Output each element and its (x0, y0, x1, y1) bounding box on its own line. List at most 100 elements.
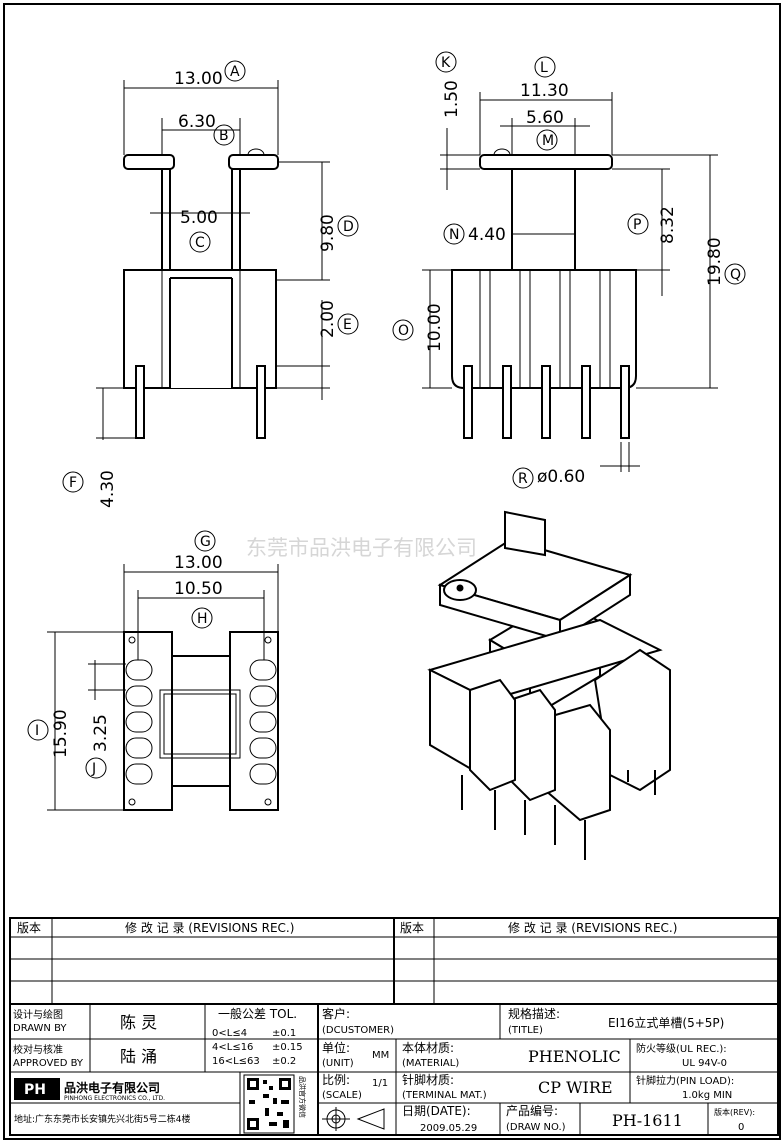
title-label-cn: 规格描述: (508, 1006, 560, 1021)
drawn-by-label-en: DRAWN BY (13, 1023, 67, 1034)
drawn-by-label-cn: 设计与绘图 (13, 1008, 63, 1021)
pinload-label: 针脚拉力(PIN LOAD): (636, 1074, 734, 1087)
company-logo-text: PH (24, 1082, 46, 1098)
svg-text:Q: Q (730, 267, 741, 283)
qr-caption: 品洪官方微信 (298, 1076, 307, 1118)
terminal-value: CP WIRE (538, 1078, 613, 1097)
svg-text:C: C (195, 235, 205, 251)
company-name-en: PINHONG ELECTRONICS CO., LTD. (64, 1095, 165, 1102)
svg-text:A: A (230, 64, 240, 80)
rev-col-label-right: 版本 (400, 921, 424, 935)
dim-Q-value: 19.80 (705, 237, 725, 286)
date-label: 日期(DATE): (402, 1104, 471, 1118)
unit-label-en: (UNIT) (322, 1058, 354, 1069)
svg-text:R: R (518, 471, 528, 487)
dim-P-value: 8.32 (658, 206, 678, 244)
svg-text:J: J (91, 761, 96, 777)
dim-N-value: 4.40 (468, 225, 506, 245)
svg-text:H: H (197, 611, 208, 627)
scale-label-en: (SCALE) (322, 1090, 362, 1101)
side-pin-2 (502, 365, 512, 439)
drawno-value: PH-1611 (612, 1111, 683, 1130)
bottom-slots-left (125, 636, 153, 806)
projection-symbol-icon (322, 1107, 385, 1131)
side-pin-5 (620, 365, 630, 439)
tolerance-title: 一般公差 TOL. (218, 1006, 297, 1021)
dim-D-value: 9.80 (318, 214, 338, 252)
unit-value: MM (372, 1050, 389, 1061)
rev-rec-label-right: 修 改 记 录 (REVISIONS REC.) (508, 920, 677, 935)
svg-text:F: F (69, 475, 77, 491)
dim-O-value: 10.00 (425, 303, 445, 352)
ul-label: 防火等级(UL REC.): (636, 1042, 727, 1055)
dim-K-value: 1.50 (442, 80, 462, 118)
dim-H-value: 10.50 (174, 579, 223, 599)
dim-A-value: 13.00 (174, 69, 223, 89)
front-top-flange-right (228, 154, 279, 170)
front-top-flange-left (123, 154, 175, 170)
dim-C-value: 5.00 (180, 208, 218, 228)
side-pin-3 (541, 365, 551, 439)
tol-row-2-range: 4<L≤16 (212, 1042, 253, 1053)
svg-text:N: N (449, 227, 459, 243)
drawno-label-en: (DRAW NO.) (506, 1122, 566, 1133)
svg-text:P: P (633, 217, 641, 233)
dim-F-value: 4.30 (98, 470, 118, 508)
approved-by-label-en: APPROVED BY (13, 1058, 84, 1069)
front-pin-nub (247, 148, 265, 156)
title-block: 设计与绘图 DRAWN BY 陈 灵 校对与核准 APPROVED BY 陆 涌… (9, 1003, 779, 1136)
svg-text:M: M (542, 133, 554, 149)
svg-text:L: L (540, 60, 548, 76)
company-address: 地址:广东东莞市长安镇先兴北街5号二栋4楼 (14, 1113, 191, 1125)
terminal-label-en: (TERMINAL MAT.) (402, 1090, 487, 1101)
svg-text:O: O (398, 323, 409, 339)
drawn-by-name: 陈 灵 (120, 1013, 157, 1032)
svg-text:E: E (343, 317, 352, 333)
dim-B-value: 6.30 (178, 112, 216, 132)
title-label-en: (TITLE) (508, 1025, 543, 1036)
approved-by-label-cn: 校对与核准 (13, 1043, 63, 1056)
revision-table: 版本 修 改 记 录 (REVISIONS REC.) 版本 修 改 记 录 (… (9, 917, 779, 1005)
rev-col-label-left: 版本 (17, 921, 41, 935)
pinload-value: 1.0kg MIN (682, 1090, 732, 1101)
side-pin-1 (463, 365, 473, 439)
dim-E-value: 2.00 (318, 300, 338, 338)
svg-text:G: G (200, 534, 211, 550)
front-pin-left (135, 365, 145, 439)
front-pin-right (256, 365, 266, 439)
material-label-en: (MATERIAL) (402, 1058, 459, 1069)
dim-I-value: 15.90 (51, 709, 71, 758)
tol-row-3-range: 16<L≤63 (212, 1056, 260, 1067)
scale-value: 1/1 (372, 1078, 388, 1089)
version-label: 版本(REV): (714, 1107, 755, 1117)
svg-text:B: B (219, 128, 229, 144)
side-view: 1.50 K 11.30 L 5.60 M 4.40 N 10.00 O 8.3… (392, 51, 746, 489)
title-value: EI16立式单槽(5+5P) (608, 1015, 724, 1030)
side-top-flange (479, 154, 613, 170)
svg-text:D: D (343, 219, 354, 235)
tol-row-1-value: ±0.1 (272, 1028, 296, 1039)
sheet-border (3, 3, 781, 1140)
dim-L-value: 11.30 (520, 81, 569, 101)
qr-code (243, 1074, 295, 1134)
side-pin-4 (581, 365, 591, 439)
dim-G-value: 13.00 (174, 553, 223, 573)
ul-value: UL 94V-0 (682, 1058, 727, 1069)
unit-label-cn: 单位: (322, 1040, 350, 1055)
dim-R-value: ø0.60 (537, 467, 585, 487)
tol-row-2-value: ±0.15 (272, 1042, 303, 1053)
rev-rec-label-left: 修 改 记 录 (REVISIONS REC.) (125, 920, 294, 935)
dim-J-value: 3.25 (91, 714, 111, 752)
watermark-text: 东莞市品洪电子有限公司 (246, 536, 477, 560)
scale-label-cn: 比例: (322, 1073, 350, 1087)
version-value: 0 (738, 1122, 744, 1133)
material-label-cn: 本体材质: (402, 1041, 454, 1055)
customer-label-cn: 客户: (322, 1006, 350, 1021)
svg-text:K: K (441, 55, 451, 71)
approved-by-name: 陆 涌 (120, 1047, 157, 1066)
date-value: 2009.05.29 (420, 1123, 477, 1134)
company-logo (14, 1078, 60, 1100)
tol-row-1-range: 0<L≤4 (212, 1028, 247, 1039)
